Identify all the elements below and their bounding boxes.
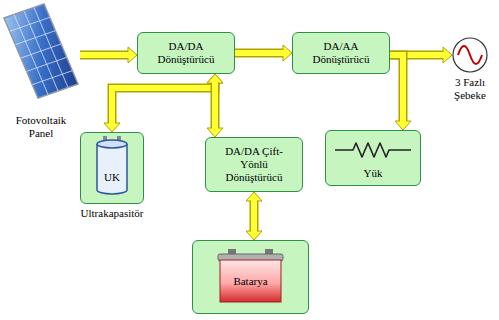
- arrow-shaft: [80, 52, 130, 58]
- power-flow-arrow: [235, 45, 292, 61]
- pv-drawing: [4, 4, 78, 98]
- arrow-shaft: [390, 55, 403, 123]
- node-label: Yük: [363, 167, 383, 180]
- ultracapacitor-box: UKUltrakapasitör: [80, 132, 144, 204]
- ac-drawing: [453, 38, 487, 72]
- node-label: UK: [104, 171, 121, 184]
- uk-drawing: [97, 136, 127, 194]
- arrow-shaft: [112, 82, 215, 125]
- arrow-shaft: [235, 50, 285, 56]
- node-label: Batarya: [233, 275, 269, 288]
- node-caption: Ultrakapasitör: [80, 207, 144, 220]
- load-box: Yük: [325, 130, 421, 186]
- converter-box: DA/DA Dönüştürücü: [137, 32, 235, 74]
- power-flow-arrow: [390, 55, 411, 130]
- arrow-shaft: [212, 82, 218, 130]
- power-flow-arrow: [207, 74, 223, 137]
- power-flow-arrow: [246, 192, 262, 240]
- power-flow-arrow: [104, 74, 223, 132]
- power-flow-arrow: [80, 47, 137, 63]
- node-label: DA/DA Çift-Yönlü Dönüştürücü: [225, 145, 283, 184]
- node-label: DA/DA Dönüştürücü: [157, 40, 215, 66]
- bat-drawing: [218, 249, 283, 302]
- node-label: DA/AA Dönüştürücü: [312, 40, 370, 66]
- solar-panel: Fotovoltaik Panel: [2, 2, 80, 102]
- pv-icon: [2, 2, 80, 102]
- node-label: 3 Fazlı Şebeke: [454, 76, 487, 102]
- arrow-shaft: [251, 200, 257, 233]
- uk-icon: [80, 132, 144, 204]
- ac-icon: [452, 37, 488, 73]
- res-drawing: [335, 143, 411, 157]
- node-label: Fotovoltaik Panel: [15, 114, 67, 140]
- grid-symbol: 3 Fazlı Şebeke: [452, 37, 488, 73]
- inverter-box: DA/AA Dönüştürücü: [292, 32, 390, 74]
- bidirectional-converter-box: DA/DA Çift-Yönlü Dönüştürücü: [205, 137, 303, 192]
- battery-box: Batarya: [192, 240, 309, 314]
